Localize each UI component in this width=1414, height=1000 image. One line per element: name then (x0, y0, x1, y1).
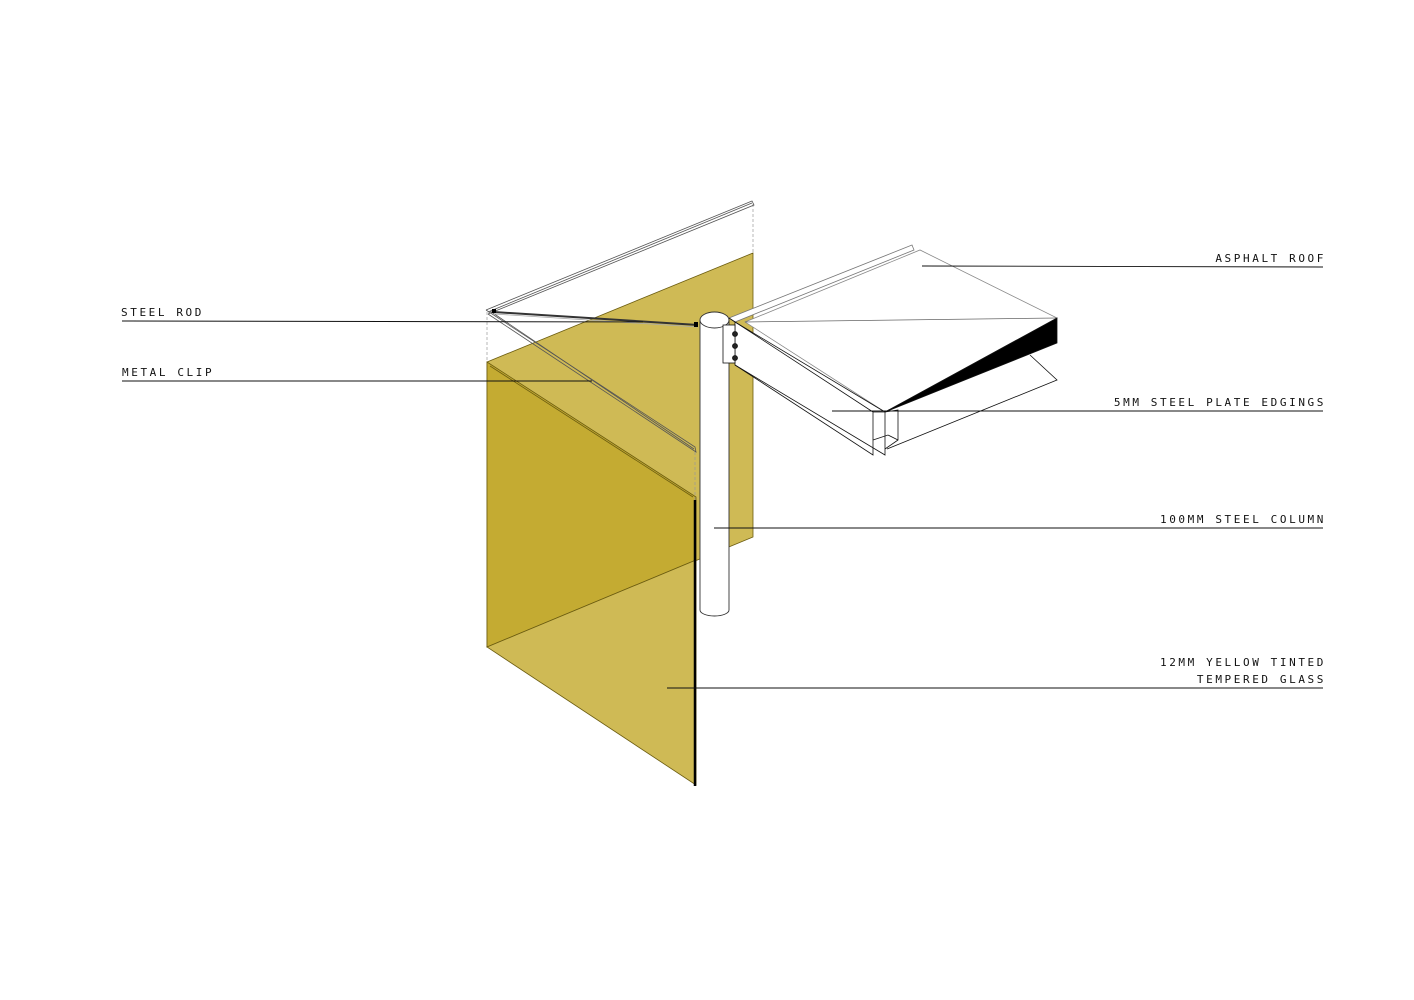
steel-column (699, 311, 730, 617)
label-steel-plate-edgings: 5MM STEEL PLATE EDGINGS (1113, 396, 1326, 409)
label-asphalt-roof: ASPHALT ROOF (1215, 252, 1326, 265)
label-glass-line2: TEMPERED GLASS (1196, 673, 1326, 686)
label-steel-column: 100MM STEEL COLUMN (1159, 513, 1326, 526)
leader-lines (121, 265, 1324, 689)
label-glass-line1: 12MM YELLOW TINTED (1159, 656, 1326, 669)
steel-rod (492, 309, 699, 328)
dashed-guides (486, 204, 754, 500)
label-steel-rod: STEEL ROD (121, 306, 205, 319)
asphalt-roof (722, 244, 1058, 456)
label-metal-clip: METAL CLIP (122, 366, 215, 379)
metal-clip (485, 200, 755, 453)
